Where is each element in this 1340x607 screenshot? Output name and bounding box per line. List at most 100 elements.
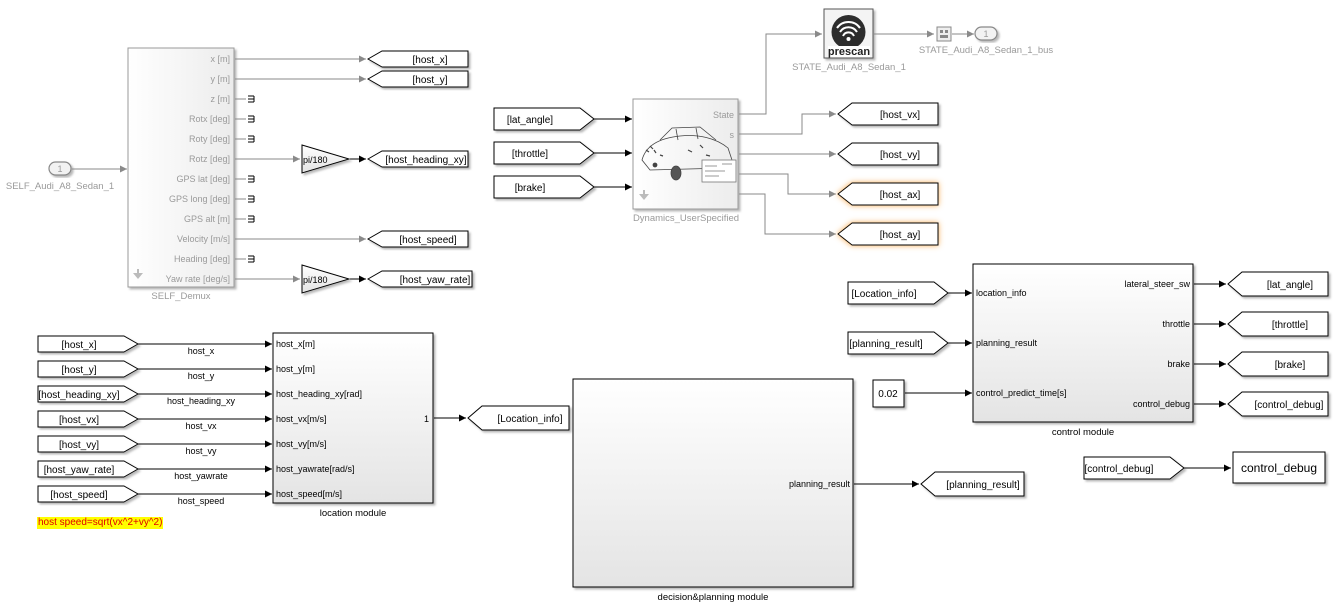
location-input-port: host_vy[m/s] bbox=[276, 439, 327, 449]
dynamics-block[interactable] bbox=[632, 98, 739, 210]
terminators bbox=[235, 95, 255, 263]
goto-host-y[interactable]: [host_y] bbox=[366, 70, 469, 88]
location-input-port: host_y[m] bbox=[276, 364, 315, 374]
from-planning-result[interactable]: [planning_result] bbox=[847, 331, 949, 355]
svg-text:[host_ax]: [host_ax] bbox=[880, 190, 921, 201]
terminator-icon bbox=[248, 195, 255, 203]
from-tag-location-input-label: [host_speed] bbox=[50, 490, 107, 501]
signal-name: host_speed bbox=[178, 496, 225, 506]
from-throttle[interactable]: [throttle] bbox=[493, 141, 595, 165]
demux-port-label: Heading [deg] bbox=[174, 254, 230, 264]
svg-text:[brake]: [brake] bbox=[515, 183, 546, 194]
location-input-port: host_heading_xy[rad] bbox=[276, 389, 362, 399]
signal-name: host_y bbox=[188, 371, 215, 381]
svg-text:[host_heading_xy]: [host_heading_xy] bbox=[385, 155, 466, 166]
terminator-icon bbox=[248, 135, 255, 143]
goto-host-ax[interactable]: [host_ax] bbox=[837, 182, 939, 206]
state-outport-label: STATE_Audi_A8_Sedan_1_bus bbox=[919, 45, 1054, 56]
svg-text:[throttle]: [throttle] bbox=[1272, 320, 1308, 331]
terminator-icon bbox=[248, 215, 255, 223]
self-demux-arrow-icon bbox=[133, 269, 143, 279]
control-output-port: lateral_steer_sw bbox=[1124, 279, 1190, 289]
from-tag-location-input-label: [host_vx] bbox=[59, 415, 99, 426]
decision-output-port: planning_result bbox=[789, 479, 851, 489]
terminator-icon bbox=[248, 115, 255, 123]
demux-port-label: GPS long [deg] bbox=[169, 194, 230, 204]
self-demux-block[interactable] bbox=[127, 47, 235, 288]
svg-text:[planning_result]: [planning_result] bbox=[849, 339, 923, 350]
goto-control-debug[interactable]: [control_debug] bbox=[1227, 391, 1329, 417]
terminator-icon bbox=[248, 255, 255, 263]
bus-selector-icon[interactable] bbox=[936, 26, 952, 42]
from-tag-location-input[interactable] bbox=[37, 385, 140, 403]
signal-name: host_yawrate bbox=[174, 471, 228, 481]
prescan-block[interactable]: prescan bbox=[823, 8, 874, 59]
svg-text:[control_debug]: [control_debug] bbox=[1085, 464, 1154, 475]
self-inport-label: SELF_Audi_A8_Sedan_1 bbox=[6, 181, 114, 192]
svg-text:[lat_angle]: [lat_angle] bbox=[507, 115, 553, 126]
demux-port-label: Velocity [m/s] bbox=[177, 234, 230, 244]
from-tag-location-input[interactable] bbox=[37, 410, 140, 428]
svg-text:[throttle]: [throttle] bbox=[512, 149, 548, 160]
demux-port-label: GPS alt [m] bbox=[184, 214, 230, 224]
control-output-port: throttle bbox=[1162, 319, 1190, 329]
wire-host-ax bbox=[739, 173, 836, 198]
from-tag-location-input[interactable] bbox=[37, 335, 140, 353]
signal-name: host_vx bbox=[185, 421, 217, 431]
from-tag-location-input-label: [host_x] bbox=[61, 340, 96, 351]
goto-brake[interactable]: [brake] bbox=[1227, 351, 1329, 377]
dynamics-arrow-icon bbox=[639, 190, 649, 200]
svg-text:[host_ay]: [host_ay] bbox=[880, 230, 921, 241]
annotation-note: host speed=sqrt(vx^2+vy^2) bbox=[37, 517, 164, 529]
goto-host-vy[interactable]: [host_vy] bbox=[837, 142, 939, 166]
from-tag-location-input[interactable] bbox=[37, 435, 140, 453]
control-input-port: planning_result bbox=[976, 338, 1038, 348]
from-tag-location-input[interactable] bbox=[37, 460, 140, 478]
svg-text:prescan: prescan bbox=[828, 46, 870, 58]
control-debug-display[interactable]: control_debug bbox=[1232, 451, 1326, 484]
from-tag-location-input-label: [host_y] bbox=[61, 365, 96, 376]
goto-host-vx[interactable]: [host_vx] bbox=[837, 102, 939, 126]
goto-host-ay[interactable]: [host_ay] bbox=[837, 222, 939, 246]
location-module-output: 1 bbox=[424, 414, 429, 424]
goto-lat-angle[interactable]: [lat_angle] bbox=[1227, 271, 1329, 297]
from-control-debug[interactable]: [control_debug] bbox=[1083, 456, 1185, 480]
gain-yaw-value: pi/180 bbox=[303, 275, 328, 285]
location-input-port: host_vx[m/s] bbox=[276, 414, 327, 424]
demux-port-label: x [m] bbox=[211, 54, 231, 64]
demux-port-label: Yaw rate [deg/s] bbox=[166, 274, 230, 284]
gain-yaw[interactable]: pi/180 bbox=[301, 264, 351, 294]
from-tag-location-input[interactable] bbox=[37, 360, 140, 378]
svg-text:[host_vy]: [host_vy] bbox=[880, 150, 920, 161]
goto-host-x[interactable]: [host_x] bbox=[366, 50, 469, 68]
from-brake[interactable]: [brake] bbox=[493, 175, 595, 199]
goto-throttle[interactable]: [throttle] bbox=[1227, 311, 1329, 337]
goto-host-yaw-rate[interactable]: [host_yaw_rate] bbox=[366, 270, 473, 288]
from-tag-location-input-label: [host_heading_xy] bbox=[38, 390, 119, 401]
self-inport[interactable]: 1 bbox=[48, 161, 72, 176]
dynamics-label: Dynamics_UserSpecified bbox=[633, 213, 739, 224]
decision-planning-block[interactable] bbox=[572, 378, 854, 588]
prescan-block-label: STATE_Audi_A8_Sedan_1 bbox=[792, 62, 906, 73]
constant-predict-time[interactable]: 0.02 bbox=[872, 379, 905, 408]
goto-planning-result[interactable]: [planning_result] bbox=[920, 471, 1025, 497]
location-module-label: location module bbox=[320, 508, 387, 519]
wire-host-ay bbox=[739, 193, 836, 238]
location-input-port: host_x[m] bbox=[276, 339, 315, 349]
location-module-block[interactable] bbox=[272, 332, 434, 504]
from-location-info[interactable]: [Location_info] bbox=[847, 281, 949, 305]
state-outport[interactable]: 1 bbox=[974, 26, 998, 41]
from-tag-location-input[interactable] bbox=[37, 485, 140, 503]
svg-text:[Location_info]: [Location_info] bbox=[851, 289, 916, 300]
svg-text:[control_debug]: [control_debug] bbox=[1255, 400, 1324, 411]
demux-port-label: Rotx [deg] bbox=[189, 114, 230, 124]
from-lat-angle[interactable]: [lat_angle] bbox=[493, 107, 595, 131]
control-module-block[interactable] bbox=[972, 263, 1194, 423]
control-output-port: brake bbox=[1167, 359, 1190, 369]
goto-location-info[interactable]: [Location_info] bbox=[467, 405, 570, 431]
car-sketch-icon bbox=[641, 126, 737, 183]
gain-heading[interactable]: pi/180 bbox=[301, 144, 351, 174]
goto-host-heading-xy[interactable]: [host_heading_xy] bbox=[366, 150, 469, 168]
goto-host-speed[interactable]: [host_speed] bbox=[366, 230, 469, 248]
